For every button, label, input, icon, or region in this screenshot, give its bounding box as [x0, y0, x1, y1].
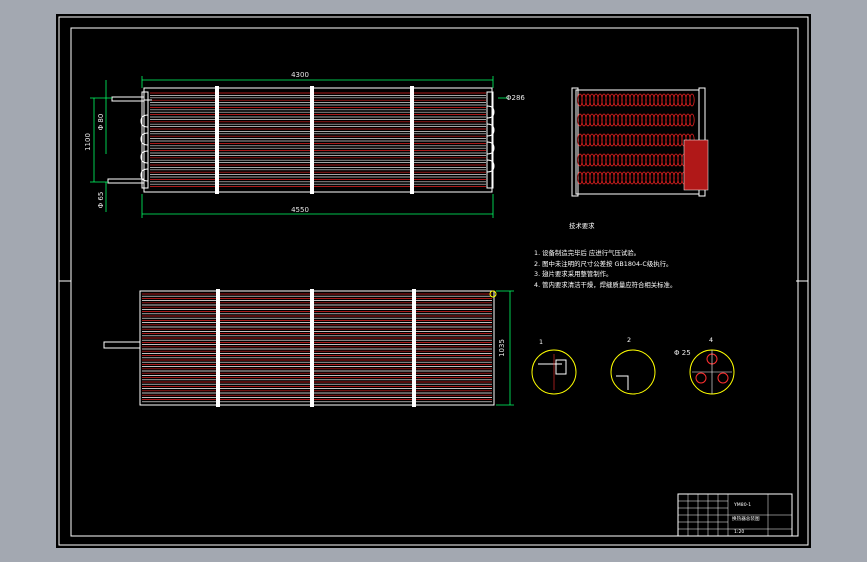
dim-right-pipe: Φ286: [506, 94, 525, 102]
front-support-1: [215, 86, 219, 194]
front-support-3: [410, 86, 414, 194]
side-fin-row: [577, 153, 695, 167]
title-block-scale: 1:20: [734, 529, 744, 535]
side-view: [571, 87, 709, 197]
front-support-2: [310, 86, 314, 194]
front-view: 4300 4550 1100 Φ 80 Φ 65 Φ286: [84, 71, 525, 218]
front-header-right: [486, 91, 494, 189]
plan-support-1: [216, 289, 220, 407]
detail-1-label: 1: [539, 338, 543, 346]
plan-support-3: [412, 289, 416, 407]
dim-plan-height: 1035: [498, 339, 506, 357]
side-view-fin-rows: [577, 93, 695, 185]
cad-drawing: 4300 4550 1100 Φ 80 Φ 65 Φ286 技术要求 1. 设备…: [58, 16, 809, 546]
detail-2-label: 2: [627, 336, 631, 344]
plan-view: 1035: [103, 289, 514, 407]
side-fin: [689, 93, 695, 107]
note-item-4: 4. 管内要求清洁干燥，焊缝质量应符合相关标准。: [534, 280, 676, 289]
drawing-sheet: 4300 4550 1100 Φ 80 Φ 65 Φ286 技术要求 1. 设备…: [56, 14, 811, 548]
front-dimension-lines: [90, 76, 508, 218]
detail-2-part: [616, 375, 629, 390]
note-item-3: 3. 翅片要求采用整管制作。: [534, 269, 612, 278]
outlet-pipe: [107, 178, 145, 184]
side-fin: [689, 113, 695, 127]
inner-frame: [70, 27, 799, 537]
plan-view-frame: [139, 290, 495, 406]
side-header-box: [683, 139, 709, 191]
side-fin-row: [577, 93, 695, 107]
inlet-pipe: [111, 96, 145, 102]
side-fin-row: [577, 133, 695, 147]
side-plate-left: [571, 87, 579, 197]
dim-top-length: 4300: [291, 71, 309, 79]
side-fin-row: [577, 113, 695, 127]
dim-detail-dia: Φ 25: [674, 349, 691, 357]
plan-dimension-lines: [496, 290, 514, 406]
plan-support-2: [310, 289, 314, 407]
front-view-frame: [143, 87, 493, 193]
plan-view-tubes: [142, 293, 492, 403]
detail-4-label: 4: [709, 336, 713, 344]
notes-title: 技术要求: [569, 221, 595, 230]
title-block-subtitle: 换热器总装图: [732, 515, 760, 522]
front-view-tubes: [150, 92, 486, 187]
front-header-left: [141, 91, 149, 189]
dim-left-height: 1100: [84, 133, 92, 151]
note-item-2: 2. 图中未注明的尺寸公差按 GB1804-C级执行。: [534, 259, 672, 268]
title-block-name: YM80-1: [733, 502, 751, 508]
dim-left-upper: Φ 80: [97, 114, 105, 131]
side-fin-row: [577, 171, 695, 185]
plan-inlet-pipe: [103, 341, 141, 349]
dim-left-lower: Φ 65: [97, 192, 105, 209]
outer-frame: [58, 16, 809, 546]
note-item-1: 1. 设备制造完毕后 应进行气压试验。: [534, 248, 640, 257]
title-block: YM80-1 换热器总装图 1:20: [677, 493, 793, 537]
detail-2-circle: [610, 349, 656, 395]
return-bends: [140, 105, 495, 182]
technical-notes: 技术要求 1. 设备制造完毕后 应进行气压试验。 2. 图中未注明的尺寸公差按 …: [534, 221, 676, 289]
detail-1-part: [555, 359, 567, 375]
title-block-grid: [678, 494, 792, 536]
detail-views: 1 2 4 Φ 25: [531, 336, 735, 395]
detail-4-tube-right: [717, 372, 729, 384]
dim-bottom-length: 4550: [291, 206, 309, 214]
plan-corner-mark: [489, 290, 497, 298]
detail-4-tube-left: [695, 372, 707, 384]
detail-1-circle: [531, 349, 577, 395]
